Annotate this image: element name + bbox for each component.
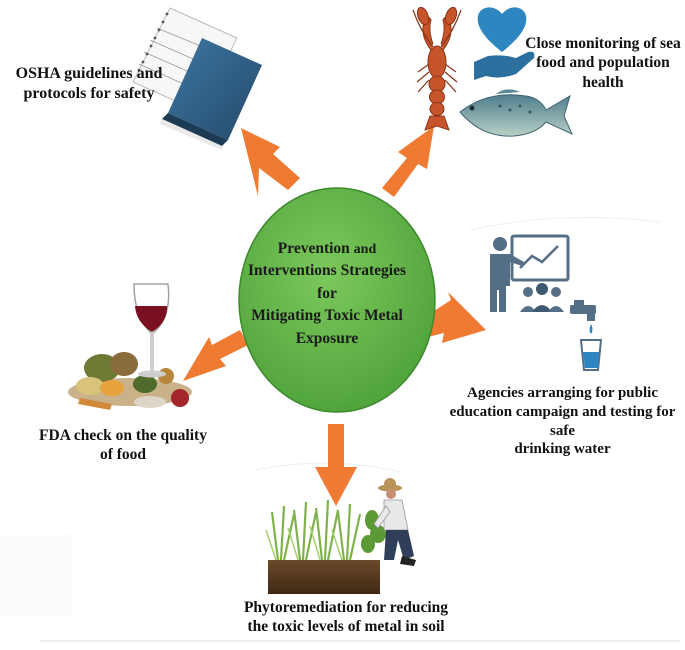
fish-icon (459, 89, 573, 137)
label-agencies-line2: education campaign and testing for safe (449, 403, 676, 439)
label-phyto-line2: the toxic levels of metal in soil (247, 618, 445, 636)
label-fda-line1: FDA check on the quality (39, 427, 207, 444)
center-title-rest: and (353, 242, 377, 257)
audience-icon (520, 283, 564, 312)
farmer-icon (373, 478, 416, 566)
label-seafood-line1: Close monitoring of sea (525, 35, 681, 52)
center-title-bold: Prevention (277, 240, 350, 257)
label-seafood: Close monitoring of sea food and populat… (522, 34, 684, 92)
arrow-to-phyto (315, 424, 357, 506)
label-agencies-line1: Agencies arranging for public (467, 385, 658, 401)
label-osha: OSHA guidelines and protocols for safety (14, 64, 164, 104)
food-basket-icon (68, 352, 192, 410)
lobster-icon (412, 6, 462, 131)
label-phyto-line1: Phytoremediation for reducing (243, 599, 449, 616)
wine-glass-icon (133, 283, 170, 378)
center-line-2: Mitigating Toxic Metal (251, 307, 403, 325)
label-agencies: Agencies arranging for public education … (440, 384, 685, 459)
label-osha-line2: protocols for safety (23, 85, 155, 102)
label-agencies-line3: drinking water (514, 441, 611, 458)
center-line-3: Exposure (295, 329, 359, 347)
arrow-to-agencies (424, 292, 486, 343)
center-circle (238, 187, 436, 413)
label-phyto: Phytoremediation for reducing the toxic … (236, 598, 456, 637)
label-osha-line1: OSHA guidelines and (15, 65, 163, 82)
faded-panel (0, 535, 72, 615)
label-fda: FDA check on the quality of food (18, 426, 228, 465)
heart-hand-icon (474, 7, 535, 80)
water-glass-icon (579, 339, 603, 371)
arrow-to-fda (183, 330, 248, 381)
label-fda-line2: of food (99, 446, 147, 464)
teacher-board-icon (490, 234, 570, 312)
label-seafood-line2: food and population (536, 54, 670, 72)
crop-rows-icon (265, 499, 386, 594)
center-title: Prevention and Interventions Strategies … (248, 240, 406, 347)
center-line-1: Interventions Strategies for (248, 262, 406, 302)
label-seafood-line3: health (582, 73, 624, 91)
book-icon (132, 7, 262, 150)
arrow-to-seafood (382, 126, 434, 197)
arrow-to-osha (241, 128, 300, 196)
arrows (183, 126, 486, 506)
tap-icon (570, 300, 596, 334)
